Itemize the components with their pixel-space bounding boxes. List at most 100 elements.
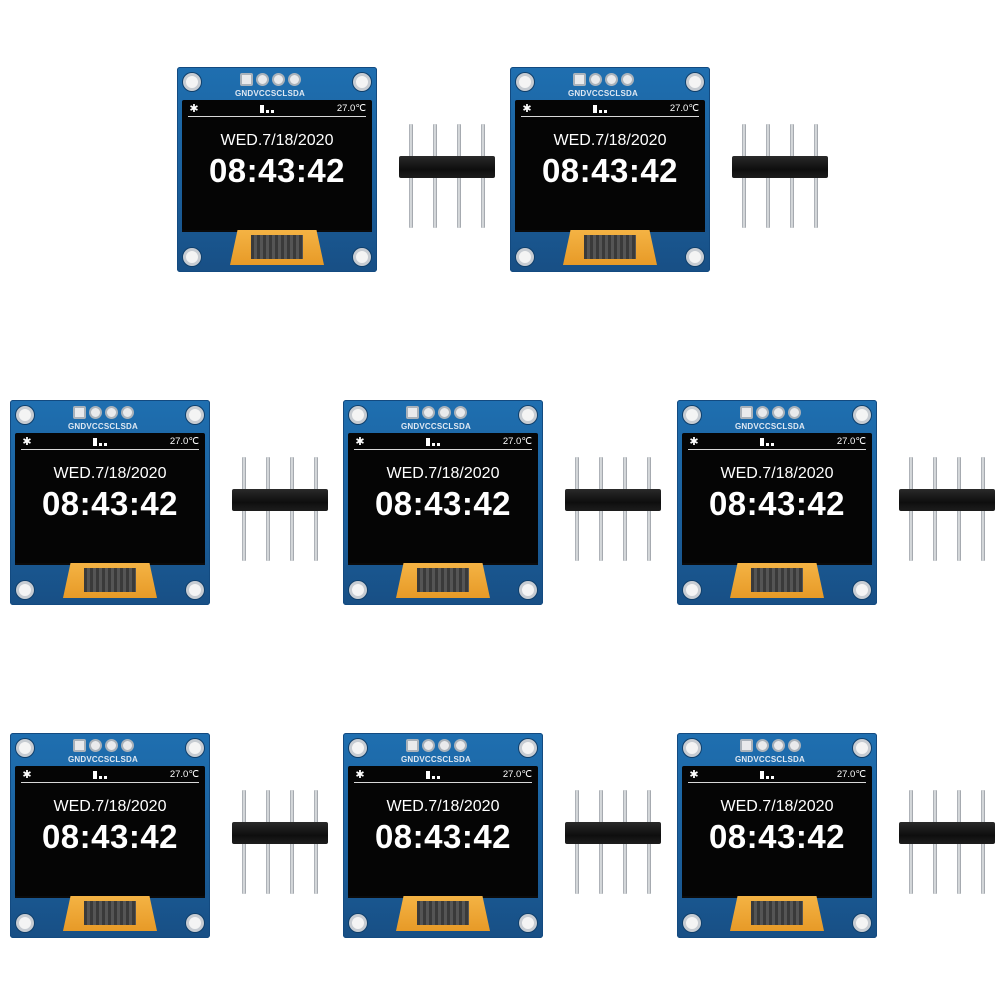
header-body [899,822,995,844]
date-readout: WED.7/18/2020 [553,132,667,149]
oled-screen: ✱ 27.0℃ WED.7/18/2020 08:43:42 [682,766,872,896]
mounting-hole [683,914,701,932]
pin-pads [406,739,467,752]
temperature-readout: 27.0℃ [169,769,199,780]
oled-module: GNDVCCSCLSDA ✱ 27.0℃ WED.7/18/2020 08:43… [10,733,210,938]
mounting-hole [686,248,704,266]
oled-screen: ✱ 27.0℃ WED.7/18/2020 08:43:42 [348,433,538,563]
pin-pad [772,739,785,752]
pin-pad [422,739,435,752]
pin-pad [89,739,102,752]
sun-icon: ✱ [689,435,699,448]
mounting-hole [16,581,34,599]
pin-pad [788,739,801,752]
oled-screen: ✱ 27.0℃ WED.7/18/2020 08:43:42 [515,100,705,230]
mounting-hole [683,581,701,599]
temperature-readout: 27.0℃ [836,769,866,780]
pin-pad [272,73,285,86]
mounting-hole [186,739,204,757]
sun-icon: ✱ [355,768,365,781]
pin-pad [288,73,301,86]
battery-icon [760,438,774,446]
pin-pad [573,73,586,86]
pin-pad [73,739,86,752]
pin-pad [621,73,634,86]
pin-pad [788,406,801,419]
sun-icon: ✱ [689,768,699,781]
pin-pad [756,739,769,752]
header-body [399,156,495,178]
date-readout: WED.7/18/2020 [53,465,167,482]
temperature-readout: 27.0℃ [669,103,699,114]
status-row: ✱ 27.0℃ [21,435,199,450]
status-row: ✱ 27.0℃ [688,768,866,783]
time-readout: 08:43:42 [374,818,512,855]
date-readout: WED.7/18/2020 [720,465,834,482]
mounting-hole [349,406,367,424]
status-row: ✱ 27.0℃ [21,769,199,783]
mounting-hole [349,914,367,932]
pin-pad [454,739,467,752]
pin-pad [121,739,134,752]
mounting-hole [353,248,371,266]
battery-icon [93,771,107,779]
mounting-hole [186,406,204,424]
oled-screen: ✱ 27.0℃ WED.7/18/2020 08:43:42 [682,433,872,563]
pin-pad [756,406,769,419]
battery-icon [93,438,107,446]
sun-icon: ✱ [22,435,32,448]
battery-icon [593,105,607,113]
sun-icon: ✱ [189,102,199,115]
date-readout: WED.7/18/2020 [386,798,500,815]
date-readout: WED.7/18/2020 [720,798,834,815]
flex-connector [84,568,136,592]
mounting-hole [519,914,537,932]
pin-header [565,790,661,894]
time-readout: 08:43:42 [41,485,179,522]
temperature-readout: 27.0℃ [336,103,366,114]
pin-pad [589,73,602,86]
oled-module: GNDVCCSCLSDA ✱ 27.0℃ WED.7/18/2020 08:43… [677,733,877,938]
pin-label: GNDVCCSCLSDA [68,755,138,764]
mounting-hole [686,73,704,91]
pin-header [899,790,995,894]
date-readout: WED.7/18/2020 [220,132,334,149]
pin-header [232,790,328,894]
flex-connector [417,901,469,925]
pin-label: GNDVCCSCLSDA [735,755,805,764]
pin-label: GNDVCCSCLSDA [401,755,471,764]
time-readout: 08:43:42 [708,485,846,522]
time-readout: 08:43:42 [541,152,679,189]
time-readout: 08:43:42 [374,485,512,522]
sun-icon: ✱ [355,435,365,448]
status-row: ✱ 27.0℃ [188,102,366,117]
mounting-hole [853,739,871,757]
flex-connector [417,568,469,592]
pin-header [232,457,328,561]
mounting-hole [853,914,871,932]
flex-connector [251,235,303,259]
pin-pad [438,406,451,419]
oled-screen: ✱ 27.0℃ WED.7/18/2020 08:43:42 [15,433,205,563]
oled-module: GNDVCCSCLSDA ✱ 27.0℃ WED.7/18/2020 08:43… [10,400,210,605]
pin-header [732,124,828,228]
pin-header [399,124,495,228]
pin-pad [406,406,419,419]
mounting-hole [519,739,537,757]
oled-module: GNDVCCSCLSDA ✱ 27.0℃ WED.7/18/2020 08:43… [510,67,710,272]
oled-module: GNDVCCSCLSDA ✱ 27.0℃ WED.7/18/2020 08:43… [177,67,377,272]
battery-icon [426,438,440,446]
time-readout: 08:43:42 [708,818,846,855]
pin-label: GNDVCCSCLSDA [68,422,138,431]
date-readout: WED.7/18/2020 [386,465,500,482]
date-readout: WED.7/18/2020 [53,798,167,815]
header-body [232,822,328,844]
header-body [899,489,995,511]
pin-pad [240,73,253,86]
mounting-hole [183,73,201,91]
status-row: ✱ 27.0℃ [354,768,532,783]
mounting-hole [349,581,367,599]
temperature-readout: 27.0℃ [502,769,532,780]
pin-pad [772,406,785,419]
pin-pad [438,739,451,752]
